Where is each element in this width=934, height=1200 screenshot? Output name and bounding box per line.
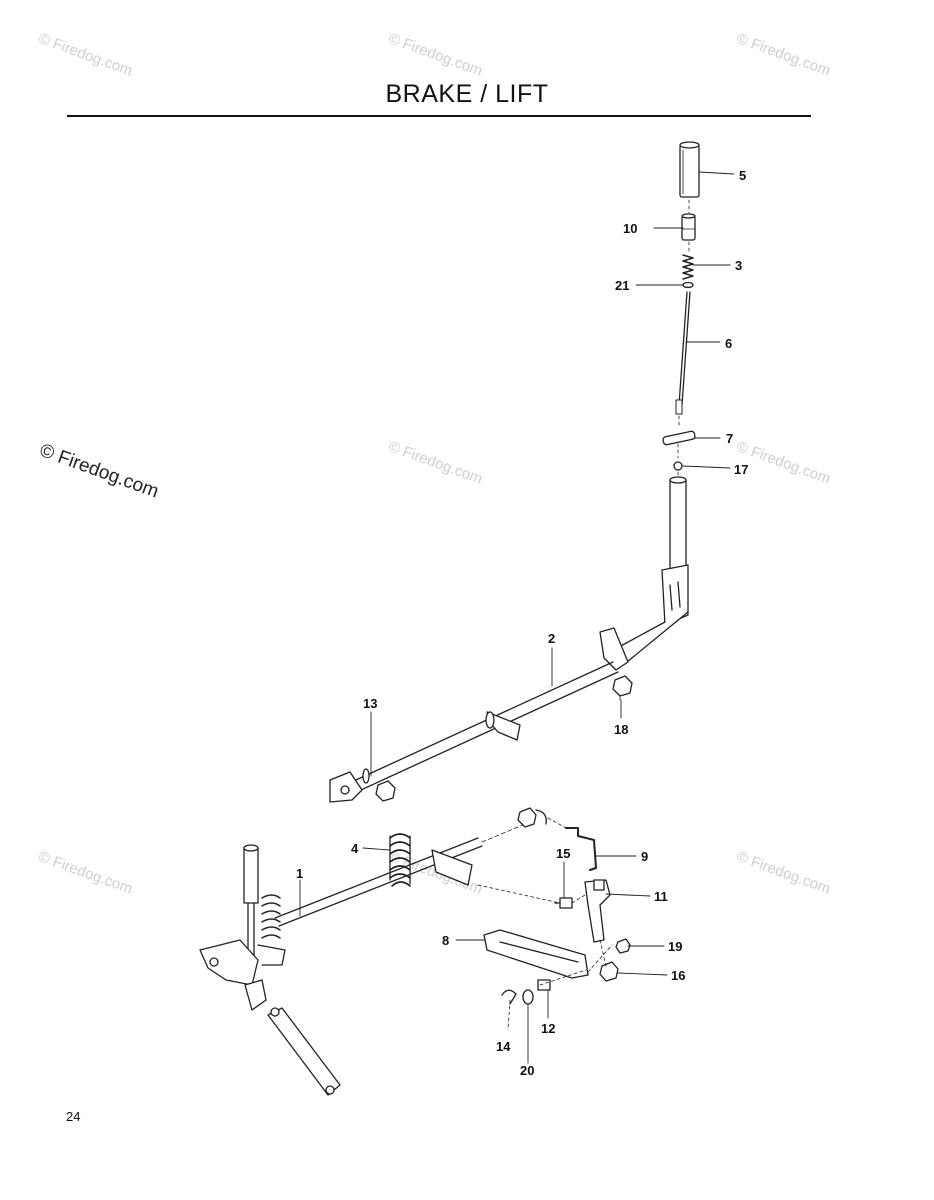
part-washer-20 [522, 989, 534, 1005]
part-link-bar [483, 929, 589, 979]
callout-12: 12 [541, 1021, 555, 1036]
part-pedal-link [244, 979, 341, 1096]
callout-10: 10 [623, 221, 637, 236]
page-number: 24 [66, 1109, 81, 1124]
part-bolt-15 [554, 897, 573, 909]
part-rod-9 [565, 827, 597, 871]
part-nut-small [673, 461, 683, 471]
part-washer [682, 281, 694, 289]
callout-7: 7 [726, 431, 733, 446]
callout-14: 14 [496, 1039, 511, 1054]
callout-15: 15 [556, 846, 570, 861]
callout-11: 11 [654, 889, 668, 904]
callout-3: 3 [735, 258, 742, 273]
part-bolt-12 [537, 979, 551, 991]
part-pin [662, 430, 696, 446]
title-rule [67, 115, 811, 117]
part-nut-18 [612, 675, 633, 697]
diagram-title: BRAKE / LIFT [385, 80, 549, 108]
part-lift-shaft [329, 476, 689, 803]
callout-6: 6 [725, 336, 732, 351]
callout-9: 9 [641, 849, 648, 864]
callout-21: 21 [615, 278, 629, 293]
callout-16: 16 [671, 968, 685, 983]
part-nut-19 [615, 938, 631, 954]
callout-17: 17 [734, 462, 748, 477]
part-brake-shaft [274, 821, 531, 927]
part-spring-small [682, 254, 694, 280]
part-spring-large [389, 833, 411, 887]
part-clip-14 [501, 989, 517, 1005]
part-button [681, 213, 696, 241]
callout-13: 13 [363, 696, 377, 711]
callout-18: 18 [614, 722, 628, 737]
callout-4: 4 [351, 841, 359, 856]
part-rod [675, 291, 691, 415]
callout-8: 8 [442, 933, 449, 948]
callout-5: 5 [739, 168, 746, 183]
part-nut-16 [599, 961, 619, 982]
callout-2: 2 [548, 631, 555, 646]
part-pedal-tower [199, 844, 286, 986]
callout-1: 1 [296, 866, 303, 881]
part-bracket-11 [584, 879, 611, 943]
part-nut-13 [375, 780, 396, 802]
callout-20: 20 [520, 1063, 534, 1078]
part-grip [679, 141, 700, 198]
callout-19: 19 [668, 939, 682, 954]
